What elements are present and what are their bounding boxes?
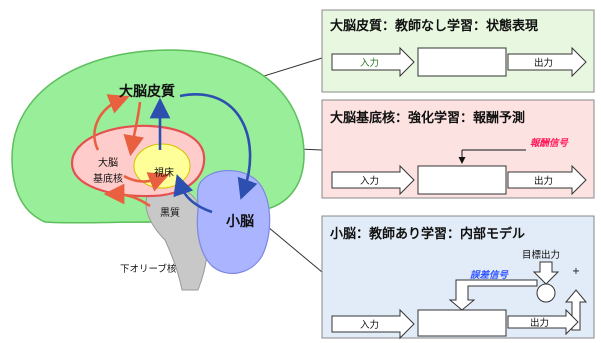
label-thalamus: 視床 (154, 166, 174, 179)
arrow-nigra-to-bg (103, 183, 151, 208)
panel-cortex-input-label: 入力 (360, 57, 379, 69)
label-basal-ganglia-line2: 基底核 (93, 172, 123, 185)
panel-cb-error-arrow (448, 279, 538, 311)
panel-cortex-output-label: 出力 (534, 57, 553, 69)
panel-bg-input-arrow (331, 164, 415, 196)
panel-cortex-title: 大脳皮質：教師なし学習：状態表現 (330, 18, 538, 34)
arrow-cerebellum-to-thalamus (173, 174, 213, 214)
red-loop-arrows (93, 94, 170, 208)
panel-bg-input-label: 入力 (360, 175, 379, 187)
panel-cortex-output-arrow (507, 46, 587, 78)
panel-bg-output-label: 出力 (534, 175, 553, 187)
panel-basal-ganglia: 大脳基底核：強化学習：報酬予測 報酬信号 入力 出力 (321, 99, 595, 199)
panel-bg-signal-label: 報酬信号 (530, 137, 570, 149)
panel-cb-comparator (536, 283, 556, 303)
panel-cb-output-label: 出力 (530, 317, 549, 329)
panel-cortex: 大脳皮質：教師なし学習：状態表現 入力 出力 (321, 9, 595, 93)
panel-cortex-model-box (417, 47, 507, 77)
panel-cerebellum: 小脳：教師あり学習：内部モデル 目標出力 + - 誤差信号 入力 出力 (321, 215, 595, 340)
panel-cb-input-label: 入力 (360, 319, 379, 331)
blue-loop-arrows (149, 93, 258, 214)
label-substantia-nigra: 黒質 (160, 206, 180, 219)
panel-cb-target-arrow (532, 261, 560, 285)
arrow-cortex-to-bg (123, 101, 144, 157)
label-cerebellum: 小脳 (226, 213, 254, 230)
panel-cb-error-label: 誤差信号 (470, 269, 510, 281)
label-inferior-olive: 下オリーブ核 (120, 263, 177, 275)
panel-cb-plus: + (572, 266, 580, 277)
arrow-cortex-to-cerebellum (179, 93, 258, 200)
panel-cortex-input-arrow (331, 46, 415, 78)
arrow-bg-to-cortex (93, 94, 130, 151)
panel-bg-title: 大脳基底核：強化学習：報酬予測 (330, 110, 525, 126)
panel-bg-model-box (417, 165, 507, 195)
panel-bg-output-arrow (507, 164, 587, 196)
panel-cb-output-arrow (507, 308, 579, 336)
brain-illustration: 大脳皮質 大脳 基底核 視床 黒質 小脳 下オリーブ核 (11, 49, 305, 291)
label-cerebral-cortex: 大脳皮質 (119, 83, 175, 100)
panel-cb-input-arrow (331, 308, 415, 340)
panel-cb-target-label: 目標出力 (522, 249, 560, 261)
panel-cb-model-box (417, 309, 507, 337)
arrow-bg-to-thalamus (123, 172, 170, 192)
label-basal-ganglia-line1: 大脳 (98, 156, 118, 169)
panel-cb-title: 小脳：教師あり学習：内部モデル (330, 226, 525, 242)
connector-cerebellum (261, 221, 323, 273)
